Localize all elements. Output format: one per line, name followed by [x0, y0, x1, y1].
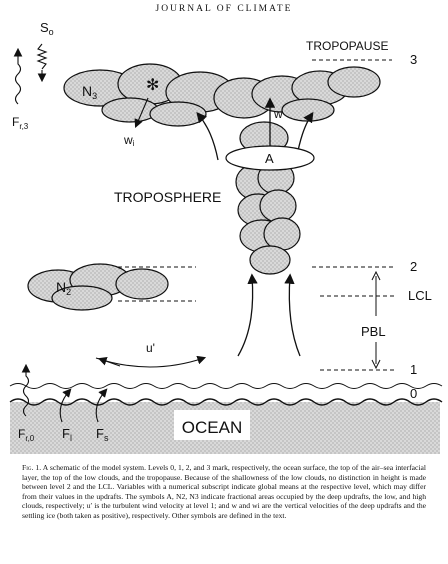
- model-schematic-figure: OCEAN 3 2 1 0 TROPOPAUSE TROPOSPHERE LCL…: [0, 14, 448, 462]
- journal-header: JOURNAL OF CLIMATE: [155, 4, 293, 14]
- ocean-label-box: [174, 410, 250, 440]
- pbl-extent-arrow: [371, 270, 381, 370]
- lcl-label: LCL: [408, 288, 432, 303]
- level-2-label: 2: [410, 259, 417, 274]
- wi-arrow: [134, 97, 149, 129]
- level-1-label: 1: [410, 362, 417, 377]
- level-lines: [118, 59, 394, 371]
- level-3-label: 3: [410, 52, 417, 67]
- u-prime-label: u': [146, 341, 155, 355]
- ice-crystal-icon: ✻: [146, 77, 159, 94]
- ocean-label: OCEAN: [182, 418, 242, 437]
- troposphere-label: TROPOSPHERE: [114, 189, 221, 205]
- level-0-label: 0: [410, 386, 417, 401]
- caption-text: A schematic of the model system. Levels …: [22, 463, 426, 520]
- pbl-label: PBL: [361, 324, 386, 339]
- figure-caption: Fig. 1. A schematic of the model system.…: [22, 463, 426, 521]
- low-cloud-n2: [27, 263, 169, 311]
- s0-label: So: [40, 20, 54, 37]
- fr3-label: Fr,3: [12, 115, 29, 131]
- updraft-area-ellipse: [225, 145, 315, 171]
- surface-flux-icons: [21, 363, 108, 423]
- w-label: w: [273, 107, 283, 121]
- caption-label: Fig. 1.: [22, 463, 42, 472]
- fl-label: Fl: [62, 426, 72, 443]
- deep-updraft-column: [235, 121, 301, 275]
- high-cloud-n3: [63, 63, 381, 127]
- wi-label: wi: [123, 133, 135, 148]
- top-radiation-icons: [13, 43, 48, 105]
- u-prime-arrow: [95, 355, 207, 368]
- tropopause-label: TROPOPAUSE: [306, 39, 388, 53]
- a-label: A: [265, 151, 274, 166]
- ocean-layer: OCEAN: [9, 383, 443, 454]
